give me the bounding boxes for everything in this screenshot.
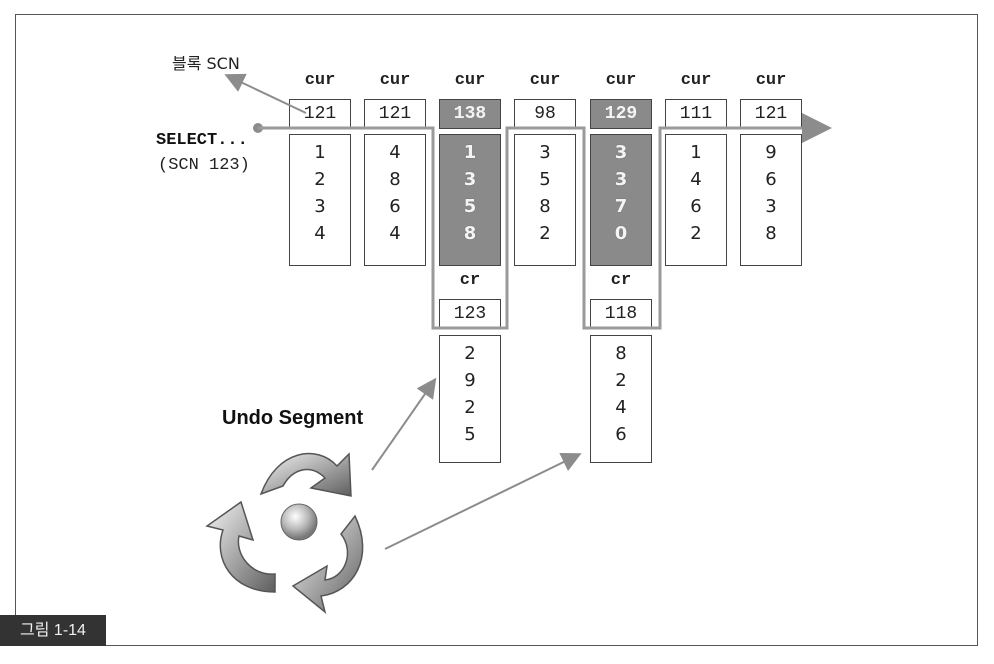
cr-block-1-values: 2 9 2 5: [439, 335, 501, 463]
block-4-value: 2: [539, 223, 551, 244]
cr-block-1-value: 9: [464, 370, 476, 391]
figure-frame: [15, 14, 978, 646]
block-1-value: 4: [314, 223, 326, 244]
block-6-values: 1 4 6 2: [665, 134, 727, 266]
block-2-value: 8: [389, 169, 401, 190]
block-4-values: 3 5 8 2: [514, 134, 576, 266]
block-5-value: 3: [614, 169, 628, 190]
cur-header-2: cur: [379, 71, 411, 90]
recycle-icon: [205, 452, 364, 615]
cur-header-5: cur: [605, 71, 637, 90]
block-4-scn: 98: [514, 99, 576, 129]
block-5-scn: 129: [590, 99, 652, 129]
block-5-values: 3 3 7 0: [590, 134, 652, 266]
block-6-value: 4: [690, 169, 702, 190]
block-6-value: 6: [690, 196, 702, 217]
undo-segment-label: Undo Segment: [222, 407, 364, 429]
cr-header-1: cr: [459, 271, 481, 290]
block-2-value: 6: [389, 196, 401, 217]
block-2-values: 4 8 6 4: [364, 134, 426, 266]
block-7-value: 9: [765, 142, 777, 163]
cur-header-3: cur: [454, 71, 486, 90]
cur-header-6: cur: [680, 71, 712, 90]
block-5-value: 0: [614, 223, 628, 244]
figure-label: 그림 1-14: [0, 615, 106, 646]
query-scn-label: (SCN 123): [158, 156, 250, 175]
undo-to-cr-1-arrow: [371, 377, 437, 471]
block-4-value: 5: [539, 169, 551, 190]
cur-header-1: cur: [304, 71, 336, 90]
cr-block-2-value: 6: [615, 424, 627, 445]
block-7-value: 8: [765, 223, 777, 244]
read-path-arrow: [258, 113, 832, 330]
cur-header-4: cur: [529, 71, 561, 90]
block-3-values: 1 3 5 8: [439, 134, 501, 266]
cr-block-2-value: 8: [615, 343, 627, 364]
block-scn-pointer-arrow: [224, 73, 307, 114]
block-6-value: 2: [690, 223, 702, 244]
block-4-value: 3: [539, 142, 551, 163]
cr-block-2-values: 8 2 4 6: [590, 335, 652, 463]
cr-block-2-value: 4: [615, 397, 627, 418]
block-3-value: 3: [463, 169, 477, 190]
block-scn-label: 블록 SCN: [172, 54, 240, 73]
cr-block-2-value: 2: [615, 370, 627, 391]
block-7-scn: 121: [740, 99, 802, 129]
block-1-value: 1: [314, 142, 326, 163]
block-4-value: 8: [539, 196, 551, 217]
block-3-value: 1: [463, 142, 477, 163]
block-5-value: 3: [614, 142, 628, 163]
block-7-value: 6: [765, 169, 777, 190]
block-1-value: 2: [314, 169, 326, 190]
undo-to-cr-2-arrow: [384, 453, 582, 550]
block-3-scn: 138: [439, 99, 501, 129]
block-7-values: 9 6 3 8: [740, 134, 802, 266]
block-2-value: 4: [389, 223, 401, 244]
block-3-value: 5: [463, 196, 477, 217]
block-6-value: 1: [690, 142, 702, 163]
cur-header-7: cur: [755, 71, 787, 90]
block-1-values: 1 2 3 4: [289, 134, 351, 266]
block-5-value: 7: [614, 196, 628, 217]
cr-block-1-value: 2: [464, 397, 476, 418]
block-7-value: 3: [765, 196, 777, 217]
cr-block-1-value: 5: [464, 424, 476, 445]
cr-header-2: cr: [610, 271, 632, 290]
block-2-value: 4: [389, 142, 401, 163]
query-select-label: SELECT...: [156, 131, 248, 150]
cr-block-1-value: 2: [464, 343, 476, 364]
block-1-value: 3: [314, 196, 326, 217]
block-3-value: 8: [463, 223, 477, 244]
